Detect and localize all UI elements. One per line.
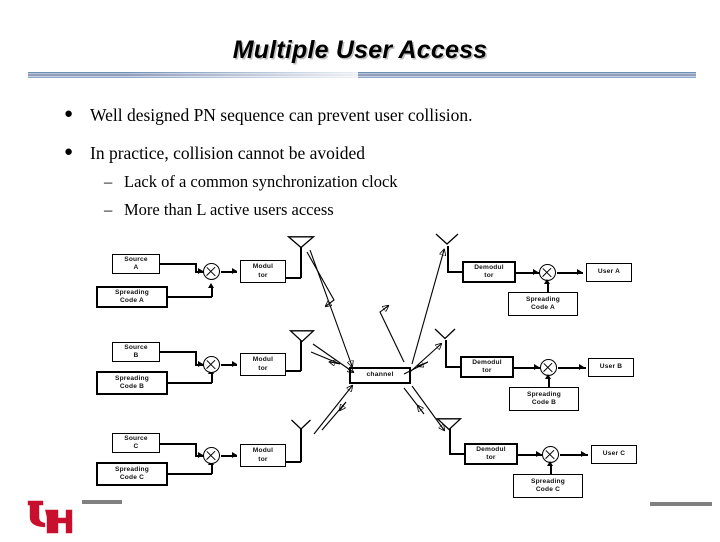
bullet-text-1: Well designed PN sequence can prevent us… [90, 105, 473, 125]
footer-divider [650, 502, 712, 506]
dash-marker-icon: – [104, 172, 113, 191]
logo-divider [82, 500, 122, 504]
tx-antenna-a-icon [286, 236, 316, 249]
bullet-text-2: In practice, collision cannot be avoided [90, 143, 366, 163]
rx-antenna-a-icon [434, 233, 460, 247]
bullet-marker-icon: ● [64, 106, 74, 122]
bullet-marker-icon: ● [64, 144, 74, 160]
rx-antenna-c-icon [435, 418, 463, 431]
rx-user-a-box: User A [586, 263, 632, 282]
sub-bullet-item-2: – More than L active users access [104, 200, 334, 220]
bullet-item-2: ● In practice, collision cannot be avoid… [64, 143, 365, 164]
tx-multiplier-c [203, 447, 220, 464]
rx-antenna-b-icon [433, 328, 457, 341]
title-divider [28, 72, 696, 78]
sub-bullet-text-2: More than L active users access [124, 200, 334, 219]
tx-multiplier-b [203, 356, 220, 373]
rx-user-b-box: User B [588, 358, 634, 377]
sub-bullet-item-1: – Lack of a common synchronization clock [104, 172, 398, 192]
channel-box: channel [349, 367, 411, 384]
sub-bullet-text-1: Lack of a common synchronization clock [124, 172, 398, 191]
tx-antenna-c-icon [290, 419, 312, 431]
rx-user-c-box: User C [591, 445, 637, 464]
tx-antenna-b-icon [288, 330, 316, 343]
dash-marker-icon: – [104, 200, 113, 219]
bullet-item-1: ● Well designed PN sequence can prevent … [64, 105, 473, 126]
uh-logo [24, 497, 76, 537]
page-title: Multiple User Access [232, 36, 488, 64]
tx-multiplier-a [203, 263, 220, 280]
